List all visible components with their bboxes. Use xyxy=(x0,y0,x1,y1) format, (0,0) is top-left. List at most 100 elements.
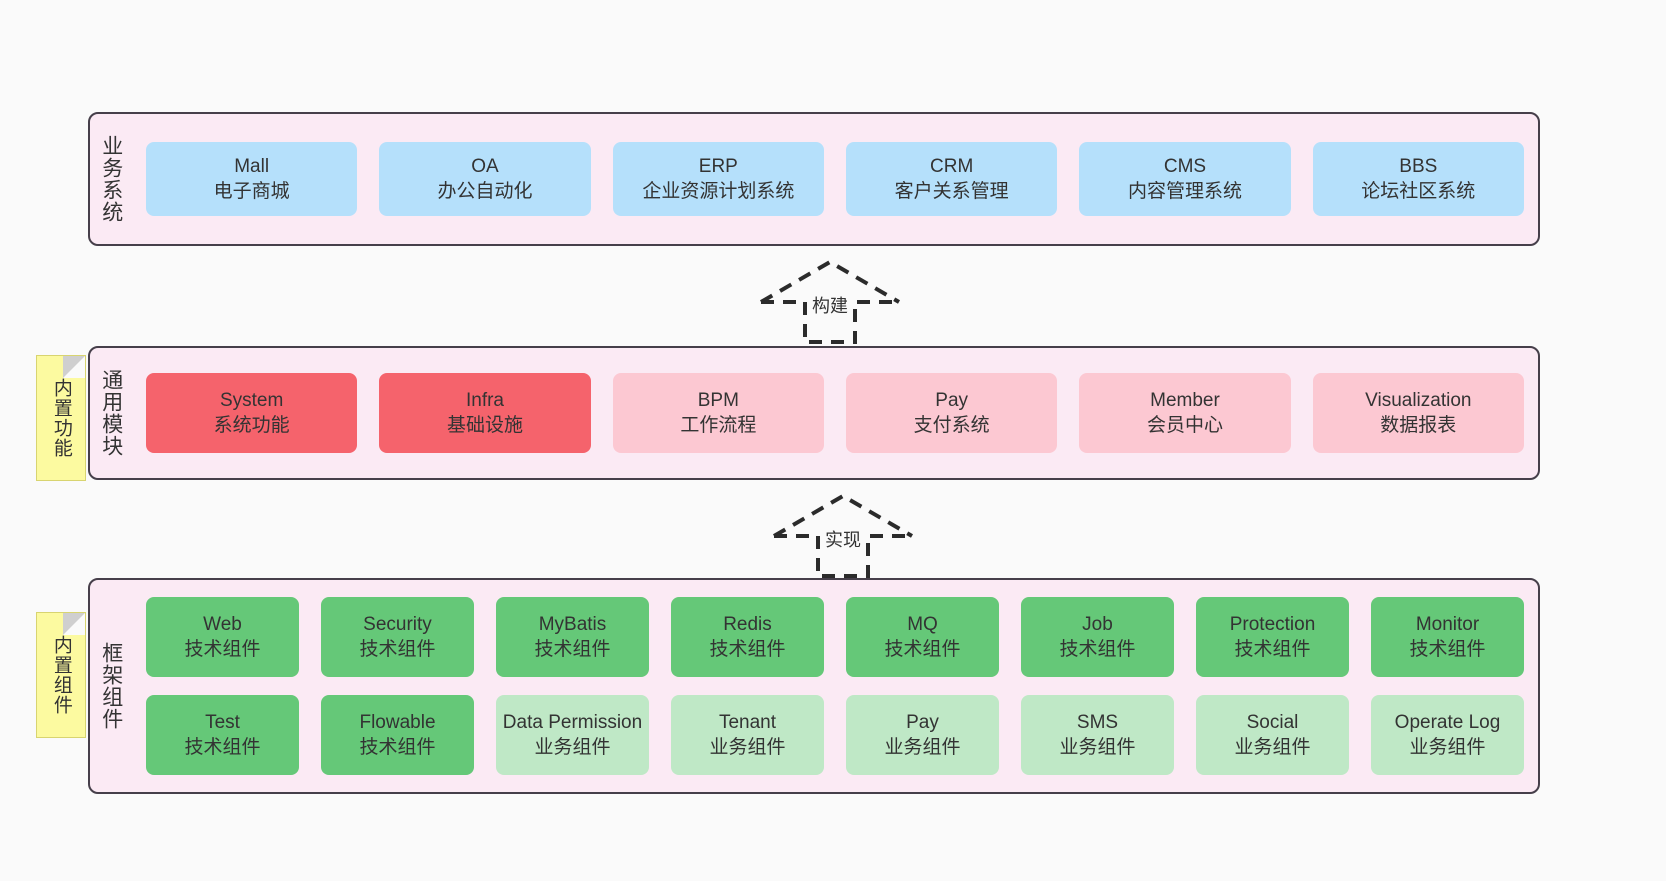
layer-business-system-title: 业务系统 xyxy=(99,135,123,223)
card-pay-component-en: Pay xyxy=(906,711,939,733)
card-mybatis-cn: 技术组件 xyxy=(534,639,611,660)
card-system-en: System xyxy=(219,389,284,411)
card-redis-cn: 技术组件 xyxy=(709,639,786,660)
card-monitor-en: Monitor xyxy=(1415,613,1480,635)
card-protection-en: Protection xyxy=(1229,613,1316,635)
arrow-realize: 实现 xyxy=(768,492,918,578)
card-mq-en: MQ xyxy=(907,613,938,635)
card-erp-cn: 企业资源计划系统 xyxy=(642,181,795,202)
card-test[interactable]: Test 技术组件 xyxy=(146,695,299,775)
card-operate-log-en: Operate Log xyxy=(1394,711,1501,733)
arrow-build-label: 构建 xyxy=(812,296,848,316)
card-monitor-cn: 技术组件 xyxy=(1409,639,1486,660)
card-pay-module-cn: 支付系统 xyxy=(913,415,990,436)
card-sms[interactable]: SMS 业务组件 xyxy=(1021,695,1174,775)
arrow-build: 构建 xyxy=(755,258,905,344)
card-bbs-en: BBS xyxy=(1399,155,1438,177)
arrow-realize-label: 实现 xyxy=(825,530,861,550)
card-infra-cn: 基础设施 xyxy=(446,415,523,436)
card-security-en: Security xyxy=(363,613,432,635)
card-data-permission-en: Data Permission xyxy=(502,711,643,733)
card-bpm[interactable]: BPM 工作流程 xyxy=(612,373,824,453)
card-security[interactable]: Security 技术组件 xyxy=(321,597,474,677)
card-infra[interactable]: Infra 基础设施 xyxy=(379,373,591,453)
card-sms-en: SMS xyxy=(1076,711,1119,733)
card-mall-cn: 电子商城 xyxy=(213,181,290,202)
card-infra-en: Infra xyxy=(465,389,504,411)
framework-card-row-2: Test 技术组件 Flowable 技术组件 Data Permission … xyxy=(146,695,1524,775)
layer-framework-component-title: 框架组件 xyxy=(99,642,123,730)
card-bpm-cn: 工作流程 xyxy=(680,415,757,436)
card-member-en: Member xyxy=(1150,389,1220,411)
card-bbs[interactable]: BBS 论坛社区系统 xyxy=(1312,142,1524,216)
card-tenant[interactable]: Tenant 业务组件 xyxy=(671,695,824,775)
card-cms[interactable]: CMS 内容管理系统 xyxy=(1079,142,1291,216)
card-member[interactable]: Member 会员中心 xyxy=(1079,373,1291,453)
card-web-en: Web xyxy=(203,613,242,635)
card-social[interactable]: Social 业务组件 xyxy=(1196,695,1349,775)
card-security-cn: 技术组件 xyxy=(359,639,436,660)
card-system[interactable]: System 系统功能 xyxy=(146,373,358,453)
card-job-cn: 技术组件 xyxy=(1059,639,1136,660)
card-system-cn: 系统功能 xyxy=(213,415,290,436)
card-visualization[interactable]: Visualization 数据报表 xyxy=(1312,373,1524,453)
card-mall-en: Mall xyxy=(234,155,270,177)
sticky-note-builtin-component-label: 内置组件 xyxy=(50,635,72,715)
card-test-en: Test xyxy=(205,711,240,733)
card-mall[interactable]: Mall 电子商城 xyxy=(146,142,358,216)
card-oa-cn: 办公自动化 xyxy=(437,181,533,202)
card-tenant-en: Tenant xyxy=(718,711,777,733)
layer-common-module-body: System 系统功能 Infra 基础设施 BPM 工作流程 Pay 支付系统… xyxy=(132,348,1538,478)
card-mybatis-en: MyBatis xyxy=(538,613,607,635)
sticky-note-builtin-function-label: 内置功能 xyxy=(50,378,72,458)
card-cms-en: CMS xyxy=(1163,155,1207,177)
layer-common-module-title: 通用模块 xyxy=(99,369,123,457)
layer-business-system: 业务系统 Mall 电子商城 OA 办公自动化 ERP 企业资源计划系统 CRM… xyxy=(88,112,1540,246)
layer-framework-component: 框架组件 Web 技术组件 Security 技术组件 MyBatis 技术组件… xyxy=(88,578,1540,794)
card-data-permission-cn: 业务组件 xyxy=(534,737,611,758)
card-job[interactable]: Job 技术组件 xyxy=(1021,597,1174,677)
card-mq[interactable]: MQ 技术组件 xyxy=(846,597,999,677)
card-flowable-cn: 技术组件 xyxy=(359,737,436,758)
card-crm-en: CRM xyxy=(930,155,974,177)
card-flowable[interactable]: Flowable 技术组件 xyxy=(321,695,474,775)
card-oa[interactable]: OA 办公自动化 xyxy=(379,142,591,216)
card-erp[interactable]: ERP 企业资源计划系统 xyxy=(612,142,824,216)
sticky-note-builtin-component: 内置组件 xyxy=(36,612,86,738)
card-monitor[interactable]: Monitor 技术组件 xyxy=(1371,597,1524,677)
card-pay-component[interactable]: Pay 业务组件 xyxy=(846,695,999,775)
layer-business-system-body: Mall 电子商城 OA 办公自动化 ERP 企业资源计划系统 CRM 客户关系… xyxy=(132,114,1538,244)
card-visualization-cn: 数据报表 xyxy=(1380,415,1457,436)
card-web-cn: 技术组件 xyxy=(184,639,261,660)
layer-common-module: 通用模块 System 系统功能 Infra 基础设施 BPM 工作流程 Pay… xyxy=(88,346,1540,480)
card-social-en: Social xyxy=(1246,711,1299,733)
card-pay-module-en: Pay xyxy=(935,389,969,411)
card-mq-cn: 技术组件 xyxy=(884,639,961,660)
sticky-note-builtin-function: 内置功能 xyxy=(36,355,86,481)
common-card-row: System 系统功能 Infra 基础设施 BPM 工作流程 Pay 支付系统… xyxy=(146,373,1524,453)
card-protection-cn: 技术组件 xyxy=(1234,639,1311,660)
layer-framework-component-body: Web 技术组件 Security 技术组件 MyBatis 技术组件 Redi… xyxy=(132,580,1538,792)
card-pay-component-cn: 业务组件 xyxy=(884,737,961,758)
card-cms-cn: 内容管理系统 xyxy=(1127,181,1242,202)
framework-card-row-1: Web 技术组件 Security 技术组件 MyBatis 技术组件 Redi… xyxy=(146,597,1524,677)
card-operate-log-cn: 业务组件 xyxy=(1409,737,1486,758)
card-mybatis[interactable]: MyBatis 技术组件 xyxy=(496,597,649,677)
card-operate-log[interactable]: Operate Log 业务组件 xyxy=(1371,695,1524,775)
card-visualization-en: Visualization xyxy=(1365,389,1472,411)
card-sms-cn: 业务组件 xyxy=(1059,737,1136,758)
card-social-cn: 业务组件 xyxy=(1234,737,1311,758)
card-flowable-en: Flowable xyxy=(359,711,436,733)
card-crm[interactable]: CRM 客户关系管理 xyxy=(845,142,1058,216)
card-test-cn: 技术组件 xyxy=(184,737,261,758)
card-data-permission[interactable]: Data Permission 业务组件 xyxy=(496,695,649,775)
card-redis[interactable]: Redis 技术组件 xyxy=(671,597,824,677)
card-protection[interactable]: Protection 技术组件 xyxy=(1196,597,1349,677)
card-pay-module[interactable]: Pay 支付系统 xyxy=(845,373,1058,453)
business-card-row: Mall 电子商城 OA 办公自动化 ERP 企业资源计划系统 CRM 客户关系… xyxy=(146,142,1524,216)
card-web[interactable]: Web 技术组件 xyxy=(146,597,299,677)
card-tenant-cn: 业务组件 xyxy=(709,737,786,758)
card-bpm-en: BPM xyxy=(697,389,739,411)
card-member-cn: 会员中心 xyxy=(1146,415,1223,436)
card-bbs-cn: 论坛社区系统 xyxy=(1361,181,1476,202)
